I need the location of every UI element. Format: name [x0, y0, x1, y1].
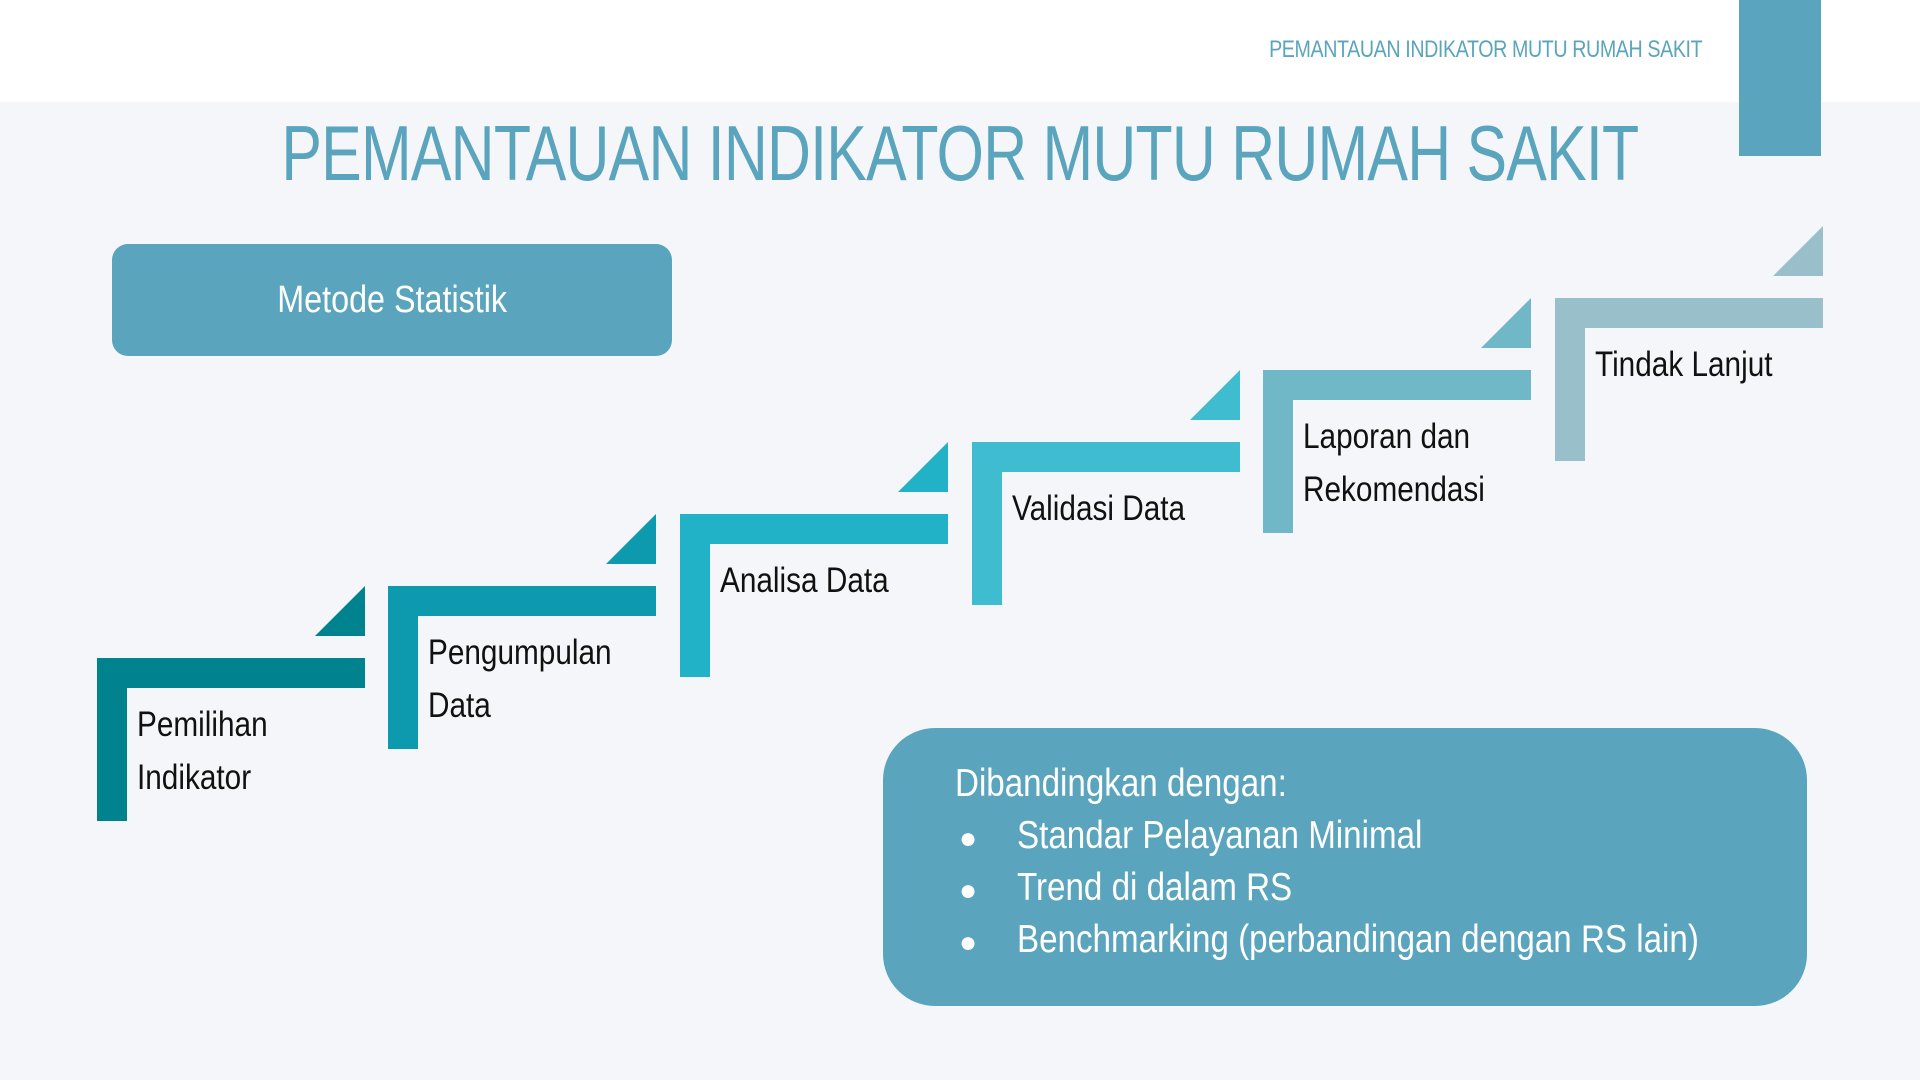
- step-arrow-triangle: [315, 586, 365, 636]
- header-band: [0, 0, 1920, 102]
- comparison-item-text: Standar Pelayanan Minimal: [1017, 814, 1423, 857]
- comparison-item-text: Benchmarking (perbandingan dengan RS lai…: [1017, 918, 1699, 961]
- comparison-title: Dibandingkan dengan:: [955, 762, 1287, 805]
- slide-title-text: PEMANTAUAN INDIKATOR MUTU RUMAH SAKIT: [281, 109, 1639, 197]
- step-horizontal-bar: [388, 586, 656, 616]
- slide-title: PEMANTAUAN INDIKATOR MUTU RUMAH SAKIT: [0, 108, 1920, 199]
- step-horizontal-bar: [97, 658, 365, 688]
- comparison-item-text: Trend di dalam RS: [1017, 866, 1293, 909]
- step-arrow-triangle: [1481, 298, 1531, 348]
- step-arrow-triangle: [1190, 370, 1240, 420]
- step-arrow-triangle: [1773, 226, 1823, 276]
- step-label: Laporan dan Rekomendasi: [1303, 417, 1485, 509]
- bullet-icon: ●: [959, 926, 978, 959]
- step-label: Pengumpulan Data: [428, 633, 612, 725]
- bullet-icon: ●: [959, 822, 978, 855]
- step-horizontal-bar: [1555, 298, 1823, 328]
- step-label: Analisa Data: [720, 561, 889, 600]
- step-horizontal-bar: [680, 514, 948, 544]
- step-horizontal-bar: [972, 442, 1240, 472]
- method-box: Metode Statistik: [112, 244, 672, 356]
- method-box-label: Metode Statistik: [277, 278, 507, 321]
- accent-bar: [1739, 0, 1821, 156]
- step-label: Validasi Data: [1012, 489, 1186, 528]
- step-horizontal-bar: [1263, 370, 1531, 400]
- step-arrow-triangle: [606, 514, 656, 564]
- step-arrow-triangle: [898, 442, 948, 492]
- bullet-icon: ●: [959, 874, 978, 907]
- step-label: Pemilihan Indikator: [137, 705, 268, 797]
- step-label: Tindak Lanjut: [1595, 345, 1773, 384]
- comparison-box: Dibandingkan dengan: ● Standar Pelayanan…: [883, 728, 1807, 1006]
- header-title: PEMANTAUAN INDIKATOR MUTU RUMAH SAKIT: [1268, 36, 1703, 63]
